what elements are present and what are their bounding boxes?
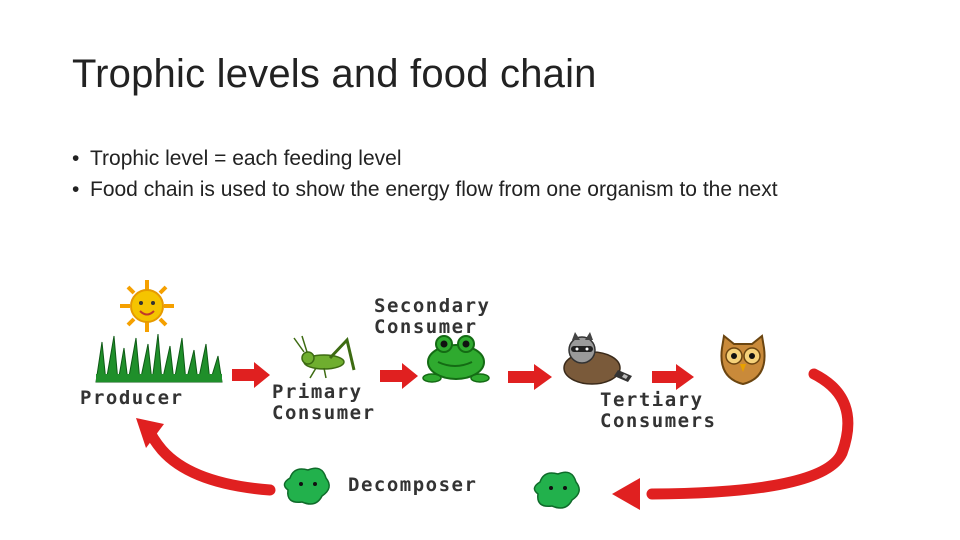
- tertiary-consumers-label: Tertiary Consumers: [600, 390, 716, 432]
- owl-icon: [720, 334, 766, 386]
- grass-icon: [95, 333, 223, 383]
- primary-consumer-line2: Consumer: [272, 402, 376, 424]
- bullet-item: • Trophic level = each feeding level: [72, 143, 902, 174]
- grasshopper-icon: [293, 335, 356, 379]
- secondary-consumer-line1: Secondary: [374, 295, 491, 317]
- arrow-right-icon: [652, 364, 694, 390]
- bullet-list: • Trophic level = each feeding level • F…: [72, 143, 902, 205]
- decomposer-label: Decomposer: [348, 474, 478, 496]
- food-chain-illustration: [95, 280, 854, 510]
- tertiary-consumers-line1: Tertiary: [600, 389, 704, 411]
- bullet-marker: •: [72, 178, 80, 201]
- raccoon-icon: [563, 332, 632, 385]
- bullet-marker: •: [72, 147, 80, 170]
- arrow-right-icon: [232, 362, 270, 388]
- secondary-consumer-label: Secondary Consumer: [374, 296, 490, 338]
- sun-icon: [120, 280, 174, 332]
- curved-arrow-icon: [612, 368, 854, 510]
- primary-consumer-label: Primary Consumer: [272, 382, 376, 424]
- bullet-item: • Food chain is used to show the energy …: [72, 174, 902, 205]
- frog-icon: [422, 335, 490, 383]
- primary-consumer-line1: Primary: [272, 381, 363, 403]
- decomposer-icon: [533, 471, 580, 509]
- arrow-right-icon: [508, 364, 552, 390]
- arrow-right-icon: [380, 363, 418, 389]
- curved-arrow-icon: [136, 418, 276, 496]
- bullet-text: Food chain is used to show the energy fl…: [90, 178, 778, 201]
- bullet-text: Trophic level = each feeding level: [90, 147, 402, 170]
- secondary-consumer-line2: Consumer: [374, 316, 478, 338]
- decomposer-icon: [283, 467, 330, 505]
- slide-title: Trophic levels and food chain: [72, 52, 597, 96]
- food-chain-diagram: Producer Primary Consumer Secondary Cons…: [72, 278, 872, 528]
- tertiary-consumers-line2: Consumers: [600, 410, 717, 432]
- producer-label: Producer: [80, 387, 184, 409]
